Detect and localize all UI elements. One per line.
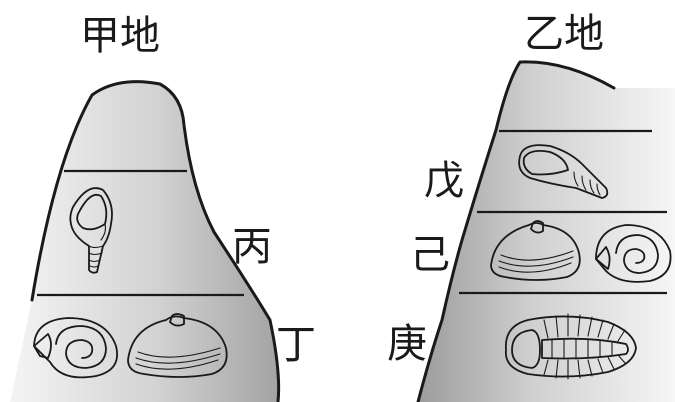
site-b-rock-column <box>418 61 675 402</box>
snail-fossil <box>518 144 609 199</box>
site-a-outline <box>30 80 281 402</box>
site-b-title: 乙地 <box>524 11 604 57</box>
site-b-outline <box>416 60 616 402</box>
site-a-rock-column <box>10 81 279 402</box>
ammonite-fossil <box>33 317 118 379</box>
trilobite-fossil <box>505 313 637 380</box>
ammonite-fossil <box>595 224 672 283</box>
clam-fossil <box>490 220 581 281</box>
layer-label-ji: 己 <box>410 232 450 278</box>
site-b: 乙地 <box>387 11 675 402</box>
clam-fossil <box>127 313 228 378</box>
layer-label-ding: 丁 <box>276 322 316 368</box>
layer-label-wu: 戊 <box>424 158 464 204</box>
layer-label-geng: 庚 <box>387 321 427 367</box>
snail-fossil <box>69 187 113 274</box>
site-a: 甲地 丙 丁 <box>10 13 316 402</box>
site-a-title: 甲地 <box>80 13 160 59</box>
layer-label-bing: 丙 <box>232 224 272 270</box>
